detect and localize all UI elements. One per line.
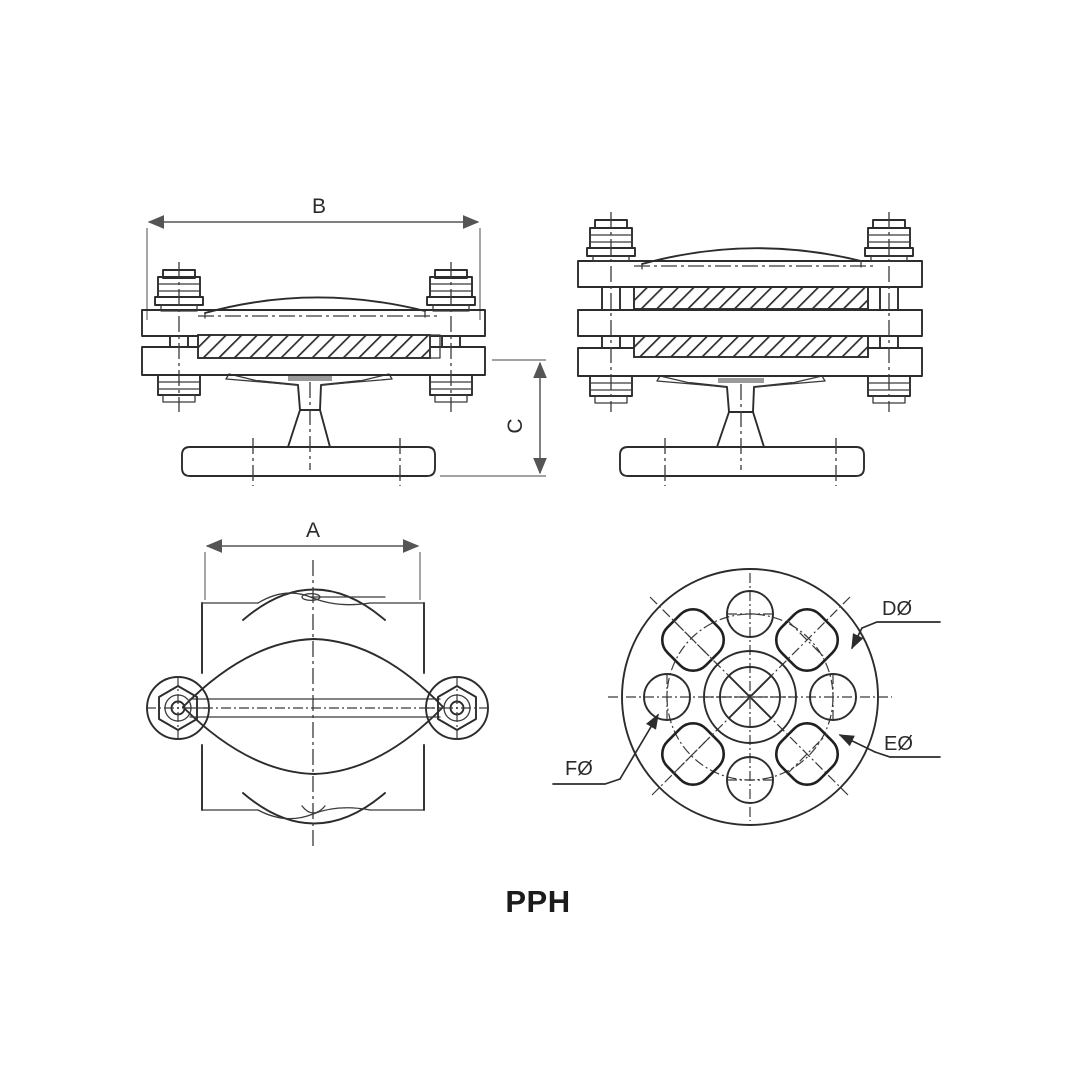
plan-lens-body — [182, 638, 444, 775]
part-title-label: PPH — [505, 884, 570, 919]
front-base-flange — [181, 438, 436, 486]
side-left-bolt-assembly — [586, 212, 636, 412]
dimension-c: C — [440, 359, 547, 477]
front-bellows-section — [197, 334, 441, 359]
front-hub-neck — [225, 373, 393, 448]
front-left-bolt-assembly — [154, 262, 204, 412]
front-top-arch — [198, 296, 440, 319]
view-side-elevation — [577, 212, 923, 486]
callout-f-label: FØ — [565, 758, 593, 780]
plan-left-bolt-eye — [146, 676, 210, 740]
dimension-c-label: C — [504, 418, 527, 433]
plan-tie-rod — [185, 698, 445, 718]
side-hub-neck — [656, 375, 826, 448]
front-right-bolt-assembly — [426, 262, 476, 412]
dimension-b: B — [146, 195, 481, 320]
flange-center-bore — [703, 650, 797, 744]
side-right-bolt-assembly — [864, 212, 914, 412]
flange-square-holes — [660, 607, 840, 787]
flange-hole-crosslines — [666, 613, 834, 781]
front-bellows-hatch — [197, 334, 431, 359]
dimension-a-label: A — [306, 519, 320, 542]
dimension-a: A — [204, 519, 421, 600]
callout-d-diameter: DØ — [851, 598, 941, 650]
view-plan: A — [146, 519, 489, 850]
view-flange-face: DØ EØ FØ — [552, 568, 941, 826]
dimension-b-label: B — [312, 195, 326, 218]
plan-pipe-walls — [201, 602, 425, 811]
side-top-flange — [577, 260, 923, 288]
view-front-elevation: B C — [141, 195, 547, 486]
side-base-flange — [619, 438, 865, 486]
callout-e-diameter: EØ — [838, 733, 941, 758]
callout-f-diameter: FØ — [552, 713, 659, 785]
side-intermediate-flange — [577, 309, 923, 337]
callout-e-label: EØ — [884, 733, 913, 755]
plan-right-bolt-eye — [425, 676, 489, 740]
side-upper-bellows-hatch — [633, 286, 869, 310]
side-top-arch — [634, 247, 876, 270]
side-lower-bellows-hatch — [633, 335, 869, 358]
callout-d-label: DØ — [882, 598, 912, 620]
